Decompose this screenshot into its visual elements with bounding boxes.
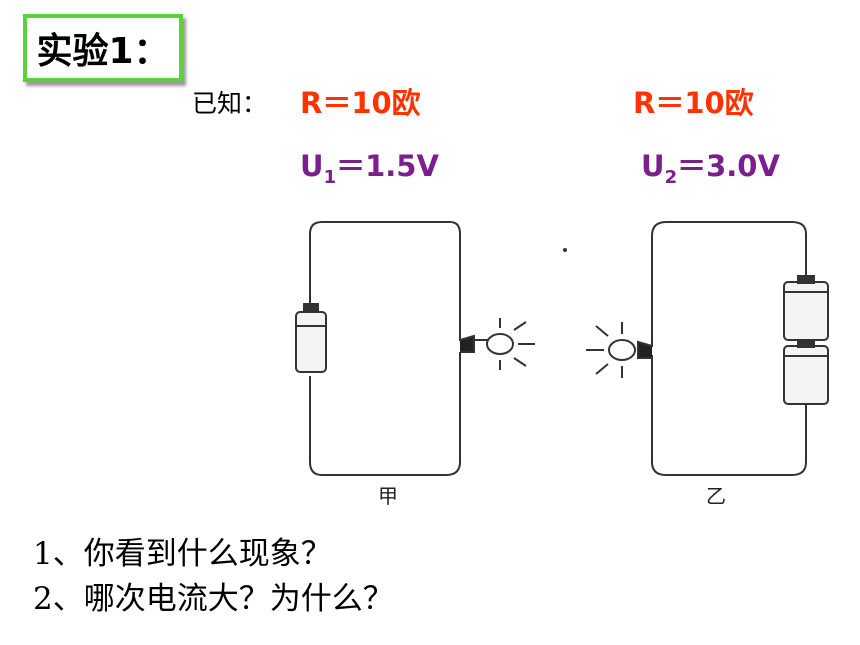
right-bulb-icon xyxy=(586,322,653,378)
right-wire-loop xyxy=(640,221,807,476)
given-label: 已知： xyxy=(192,89,268,118)
right-voltage-value: ＝3.0V xyxy=(677,149,780,183)
right-circuit xyxy=(586,221,829,476)
left-wire-loop xyxy=(309,221,488,476)
right-battery-bottom-icon xyxy=(783,339,829,405)
question-2: 2、哪次电流大？为什么？ xyxy=(33,581,394,617)
left-circuit-caption: 甲 xyxy=(378,484,398,508)
experiment-title-text: 实验1： xyxy=(36,31,170,72)
right-circuit-caption: 乙 xyxy=(706,484,726,508)
right-voltage: U2＝3.0V xyxy=(641,143,780,188)
left-voltage-symbol: U xyxy=(300,149,324,183)
right-voltage-subscript: 2 xyxy=(664,167,678,188)
stray-dot xyxy=(563,248,567,252)
left-voltage-value: ＝1.5V xyxy=(336,149,439,183)
right-voltage-symbol: U xyxy=(641,149,665,183)
left-voltage-subscript: 1 xyxy=(323,167,337,188)
left-circuit xyxy=(295,221,535,476)
left-voltage: U1＝1.5V xyxy=(300,143,439,188)
left-resistance: R＝10欧 xyxy=(300,86,421,120)
question-1: 1、你看到什么现象？ xyxy=(33,536,332,572)
right-resistance: R＝10欧 xyxy=(633,86,754,120)
circuit-diagram: 甲 乙 xyxy=(295,221,829,508)
left-battery-icon xyxy=(295,303,327,373)
experiment-title: 实验1： xyxy=(23,14,183,82)
right-battery-top-icon xyxy=(783,275,829,341)
left-bulb-icon xyxy=(459,318,535,370)
